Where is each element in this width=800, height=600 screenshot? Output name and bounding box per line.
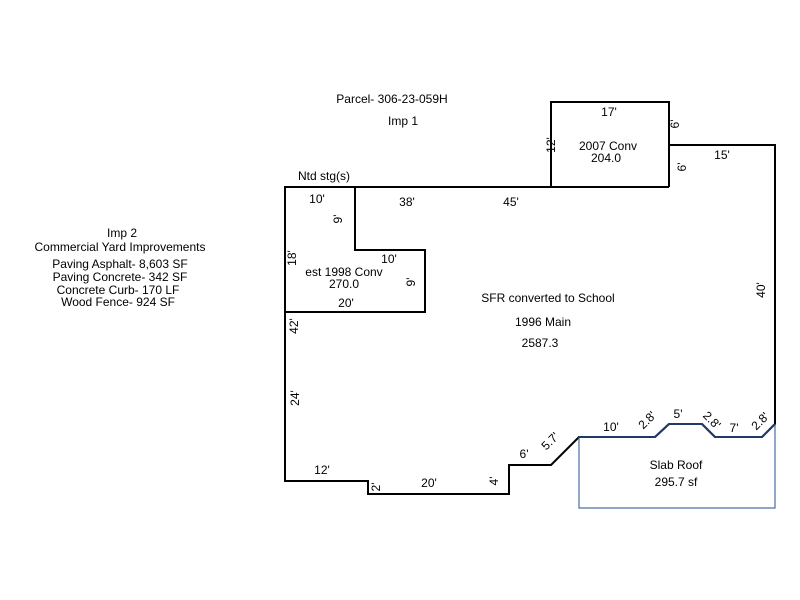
dimension-label: 10' <box>603 420 619 434</box>
imp2-item: Concrete Curb- 170 LF <box>57 283 180 297</box>
dimension-label: 9' <box>331 215 345 224</box>
main-area-label: SFR converted to School <box>481 291 614 305</box>
dimension-label: 7' <box>730 421 739 435</box>
dimension-label: 38' <box>399 195 415 209</box>
imp2-subtitle: Commercial Yard Improvements <box>35 240 206 254</box>
dimension-label: 5.7' <box>539 430 562 453</box>
main-year-label: 1996 Main <box>515 315 571 329</box>
dimension-label: 2.8' <box>636 409 659 432</box>
dimension-label: 24' <box>288 390 302 406</box>
dimension-label: 17' <box>601 105 617 119</box>
dimension-label: 20' <box>338 296 354 310</box>
dimension-label: 20' <box>421 476 437 490</box>
imp2-item: Paving Asphalt- 8,603 SF <box>52 257 187 271</box>
dimension-label: 5' <box>674 407 683 421</box>
imp2-title: Imp 2 <box>107 226 137 240</box>
conv2007-label: 2007 Conv <box>579 139 637 153</box>
dimension-label: 6' <box>520 447 529 461</box>
slab-roof-label: Slab Roof <box>650 458 703 472</box>
conv1998-area: 270.0 <box>329 277 359 291</box>
slab-roof-area: 295.7 sf <box>655 475 698 489</box>
dimension-label: 10' <box>309 192 325 206</box>
dimension-label: 2.8' <box>700 409 723 432</box>
conv2007-area: 204.0 <box>591 151 621 165</box>
dimension-label: 45' <box>503 195 519 209</box>
dimension-label: 40' <box>754 282 768 298</box>
imp2-item: Wood Fence- 924 SF <box>61 295 175 309</box>
conv1998-label: est 1998 Conv <box>305 265 382 279</box>
dimension-label: 2' <box>369 483 383 492</box>
imp2-item: Paving Concrete- 342 SF <box>53 270 188 284</box>
conv1998-outline <box>285 187 426 313</box>
slab-roof-top-edge <box>579 423 776 438</box>
dimension-label: 12' <box>544 137 558 153</box>
ntd-storage-label: Ntd stg(s) <box>298 169 350 183</box>
main-area-value: 2587.3 <box>522 336 559 350</box>
dimension-label: 10' <box>381 252 397 266</box>
dimension-label: 6' <box>668 120 682 129</box>
dimension-label: 12' <box>314 463 330 477</box>
dimension-label: 6' <box>675 163 689 172</box>
dimension-label: 4' <box>487 477 501 486</box>
dimension-label: 18' <box>285 250 299 266</box>
parcel-label: Parcel- 306-23-059H <box>336 92 447 106</box>
imp1-label: Imp 1 <box>388 114 418 128</box>
dimension-label: 9' <box>404 278 418 287</box>
dimension-label: 42' <box>287 318 301 334</box>
slab-roof-outline <box>578 424 776 509</box>
dimension-label: 15' <box>714 148 730 162</box>
